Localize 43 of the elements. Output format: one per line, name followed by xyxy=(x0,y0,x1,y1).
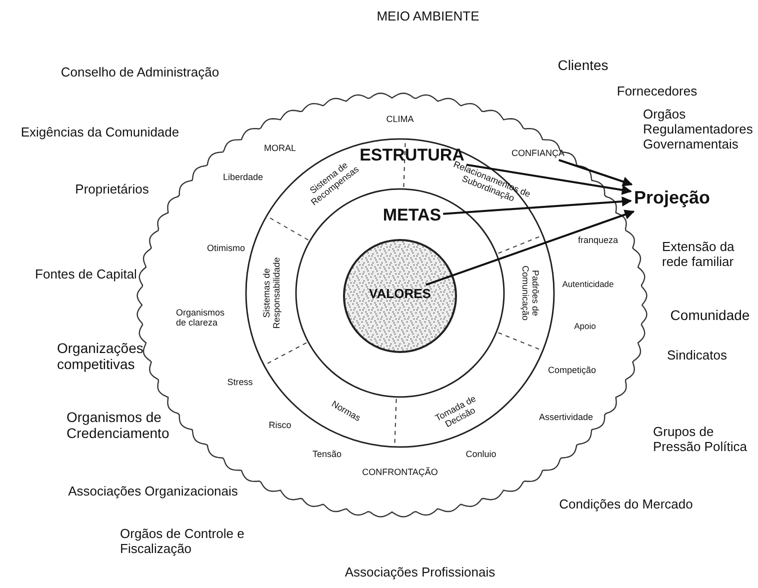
environment-label: Exigências da Comunidade xyxy=(20,126,180,140)
arrow xyxy=(426,210,635,286)
environment-label: Orgãos de Controle e Fiscalização xyxy=(120,527,246,557)
climate-label: Organismos de clareza xyxy=(176,308,226,328)
climate-label: Tensão xyxy=(312,448,342,460)
environment-label: Condições do Mercado xyxy=(559,498,693,512)
environment-label: Conselho de Administração xyxy=(60,66,220,80)
environment-label: Associações Organizacionais xyxy=(68,484,238,500)
climate-label: Liberdade xyxy=(222,172,264,182)
environment-label: Fontes de Capital xyxy=(35,268,137,282)
projection-label: Projeção xyxy=(634,188,710,208)
values-label: VALORES xyxy=(369,286,431,302)
trust-label: CONFIANÇA xyxy=(512,148,564,158)
climate-label: Conluio xyxy=(466,448,496,460)
environment-label: Sindicatos xyxy=(667,348,727,364)
environment-label: Orgãos Regulamentadores Governamentais xyxy=(643,108,754,152)
climate-label: CLIMA xyxy=(386,115,414,125)
environment-label: Extensão da rede familiar xyxy=(662,240,736,270)
environment-label: Clientes xyxy=(558,56,608,74)
climate-label: Competição xyxy=(548,364,596,376)
ring-segment-label: Sistemas de Responsabilidade xyxy=(262,256,282,331)
title: MEIO AMBIENTE xyxy=(376,10,480,24)
environment-label: Fornecedores xyxy=(616,84,698,100)
environment-label: Proprietários xyxy=(75,182,149,198)
climate-label: Apoio xyxy=(574,322,596,332)
arrow xyxy=(466,164,632,195)
goals-label: METAS xyxy=(382,206,442,226)
environment-label: Organismos de Credenciamento xyxy=(66,408,170,442)
environment-label: Comunidade xyxy=(670,306,750,324)
environment-label: Associações Profissionais xyxy=(344,566,496,580)
arrow xyxy=(558,159,633,186)
climate-label: Risco xyxy=(268,420,292,430)
climate-label: CONFRONTAÇÃO xyxy=(362,466,438,478)
climate-label: Stress xyxy=(227,376,253,388)
climate-label: Autenticidade xyxy=(562,280,614,290)
ring-segment-label: Padrões de Comunicação xyxy=(520,264,540,323)
climate-label: MORAL xyxy=(264,142,296,154)
climate-label: franqueza xyxy=(578,234,618,246)
arrow xyxy=(443,196,632,215)
climate-label: Assertividade xyxy=(538,412,594,422)
environment-label: Organizações competitivas xyxy=(57,340,144,372)
environment-label: Grupos de Pressão Política xyxy=(653,425,748,455)
climate-label: Otimismo xyxy=(207,242,245,254)
